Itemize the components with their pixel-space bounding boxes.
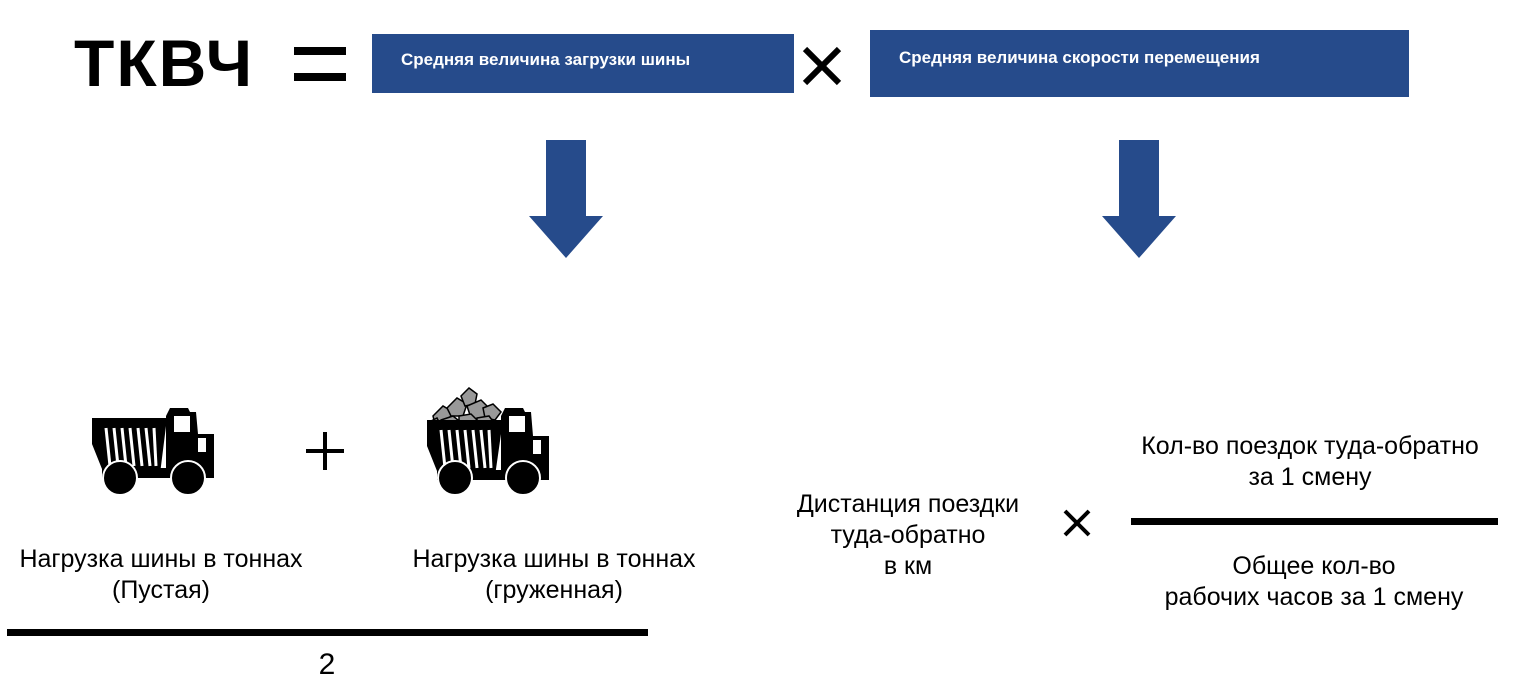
average-tire-load-box: Средняя величина загрузки шины — [372, 34, 794, 93]
round-trip-distance-label: Дистанция поездки туда-обратно в км — [782, 489, 1034, 582]
plus-icon — [306, 432, 344, 470]
empty-tire-load-line-2: (Пустая) — [112, 576, 210, 604]
average-speed-box: Средняя величина скорости перемещения — [870, 30, 1409, 97]
numerator-line-2: за 1 смену — [1248, 463, 1372, 491]
dump-truck-loaded-icon — [427, 387, 549, 496]
loaded-tire-load-line-2: (груженная) — [485, 576, 623, 604]
average-tire-load-label: Средняя величина загрузки шины — [401, 49, 691, 69]
fraction-line-speed — [1131, 518, 1498, 525]
denominator-line-2: рабочих часов за 1 смену — [1164, 583, 1464, 611]
fraction-line-load — [7, 629, 648, 636]
distance-line-2: туда-обратно — [830, 521, 986, 549]
divisor-two: 2 — [318, 648, 336, 681]
loaded-tire-load-line-1: Нагрузка шины в тоннах — [412, 545, 696, 573]
average-speed-label: Средняя величина скорости перемещения — [899, 47, 1260, 67]
dump-truck-empty-icon — [92, 408, 214, 496]
distance-line-3: в км — [883, 552, 933, 580]
trips-per-shift-numerator: Кол-во поездок туда-обратно за 1 смену — [1122, 431, 1498, 493]
down-arrow-icon — [1102, 140, 1176, 258]
formula-title: ТКВЧ — [74, 26, 255, 100]
distance-line-1: Дистанция поездки — [796, 490, 1020, 518]
equals-sign — [294, 45, 346, 81]
empty-tire-load-line-1: Нагрузка шины в тоннах — [19, 545, 303, 573]
down-arrow-icon — [529, 140, 603, 258]
multiply-icon — [802, 46, 842, 86]
loaded-tire-load-label: Нагрузка шины в тоннах (груженная) — [398, 544, 710, 606]
numerator-line-1: Кол-во поездок туда-обратно — [1141, 432, 1479, 460]
denominator-line-1: Общее кол-во — [1232, 552, 1396, 580]
multiply-icon — [1063, 509, 1091, 537]
empty-tire-load-label: Нагрузка шины в тоннах (Пустая) — [6, 544, 316, 606]
working-hours-denominator: Общее кол-во рабочих часов за 1 смену — [1142, 551, 1486, 613]
